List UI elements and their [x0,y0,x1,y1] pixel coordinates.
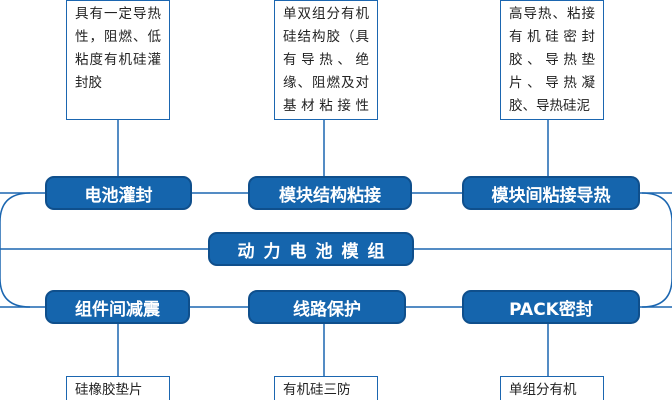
node-circuit-protection: 线路保护 [248,290,406,324]
node-battery-potting: 电池灌封 [45,176,192,210]
node-inter-module-thermal-bonding: 模块间粘接导热 [462,176,640,210]
top-desc-box-module-bonding: 单双组分有机硅结构胶（具有导热、绝缘、阻燃及对基材粘接性能） [274,0,378,120]
bottom-desc-box-damping: 硅橡胶垫片 [66,376,170,400]
node-module-structural-bonding: 模块结构粘接 [248,176,412,210]
bottom-desc-box-pack: 单组分有机 [500,376,604,400]
top-desc-box-inter-module-thermal: 高导热、粘接有机硅密封胶、导热垫片、导热凝胶、导热硅泥 [500,0,604,120]
node-power-battery-module: 动力电池模组 [208,232,414,266]
node-pack-sealing: PACK密封 [462,290,640,324]
bottom-desc-box-circuit: 有机硅三防 [274,376,378,400]
top-desc-box-battery-potting: 具有一定导热性，阻燃、低粘度有机硅灌封胶 [66,0,170,120]
node-component-damping: 组件间减震 [45,290,190,324]
